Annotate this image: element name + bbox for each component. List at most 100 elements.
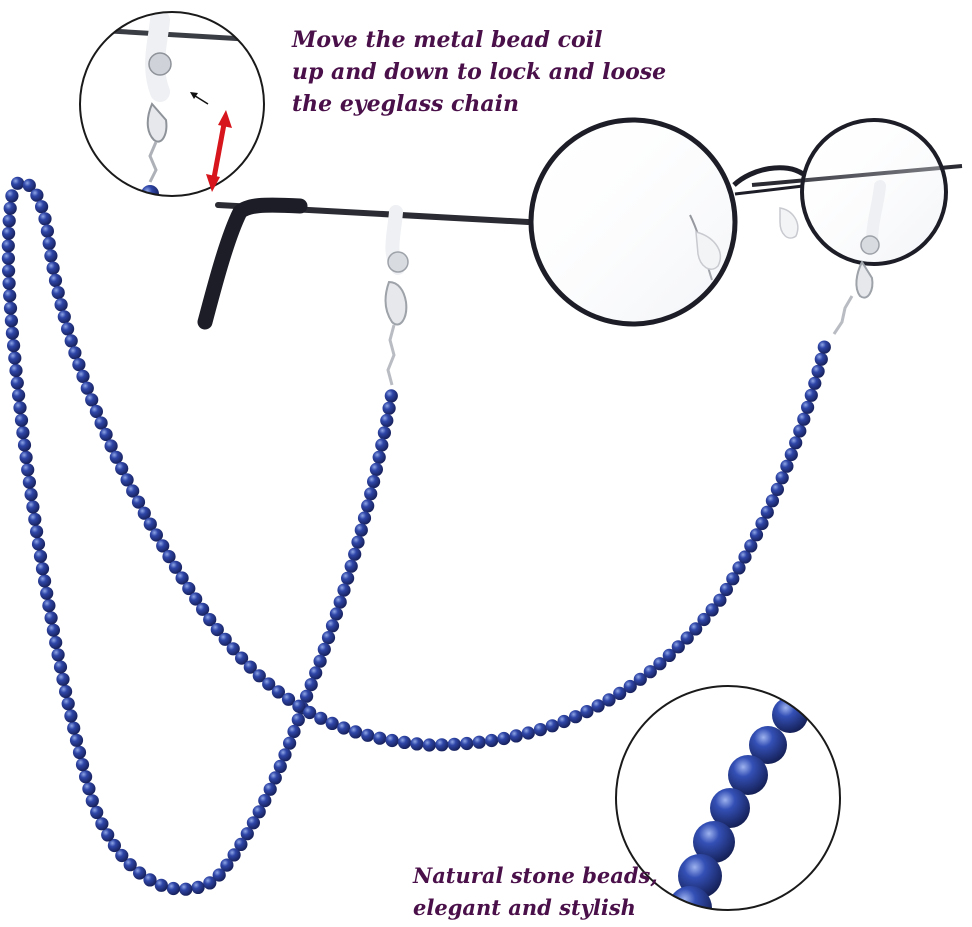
bead <box>67 721 81 735</box>
bead <box>613 686 627 701</box>
coil-caption: Move the metal bead coil up and down to … <box>292 24 666 120</box>
bead <box>680 631 694 645</box>
bead <box>168 560 183 574</box>
bead <box>175 571 189 585</box>
bead <box>697 612 711 627</box>
bead <box>2 276 16 290</box>
bead <box>303 705 317 720</box>
bead <box>109 450 123 464</box>
bead <box>30 188 44 202</box>
bead <box>361 499 375 513</box>
bead <box>351 535 365 549</box>
bead <box>521 726 535 740</box>
bead <box>240 827 254 841</box>
bead <box>149 528 163 542</box>
bead <box>580 705 594 719</box>
bead <box>89 404 103 419</box>
bead <box>203 876 217 890</box>
bead <box>344 559 358 573</box>
pointer-arrow-icon <box>190 92 209 105</box>
bead <box>1 251 16 265</box>
bead <box>107 838 121 853</box>
coil-caption-line-2: up and down to lock and loose <box>292 59 667 85</box>
bead <box>235 651 249 665</box>
bead <box>341 571 355 585</box>
bead <box>69 733 84 747</box>
bead <box>59 684 73 699</box>
bead <box>3 201 17 215</box>
bead <box>115 462 129 476</box>
bead <box>68 346 82 360</box>
bead <box>314 711 328 725</box>
bead <box>348 547 362 561</box>
bead <box>271 685 285 699</box>
bead <box>713 593 727 607</box>
magnified-bead <box>693 821 735 863</box>
bead <box>258 794 272 808</box>
bead <box>287 724 301 739</box>
bead <box>291 713 305 727</box>
bead <box>179 882 193 896</box>
bead <box>80 381 94 395</box>
bead <box>485 733 499 748</box>
bead <box>7 339 21 353</box>
beads-caption-line-2: elegant and stylish <box>413 895 636 920</box>
bead <box>31 537 46 551</box>
bead <box>364 487 378 501</box>
bead <box>337 721 351 735</box>
right-chain-clasp <box>832 180 886 335</box>
bead <box>42 236 56 250</box>
bead <box>5 326 20 340</box>
bead <box>218 632 232 646</box>
bead <box>653 657 667 671</box>
bead <box>234 837 248 852</box>
bead <box>35 562 50 576</box>
bead <box>3 289 17 303</box>
magnified-bead <box>728 755 768 795</box>
bead <box>46 261 60 275</box>
bead <box>10 376 24 390</box>
bead <box>662 648 676 663</box>
bead <box>283 736 297 750</box>
bead <box>54 298 68 312</box>
bead <box>76 369 90 383</box>
bead <box>591 699 605 713</box>
bead <box>435 738 449 752</box>
bead <box>533 723 548 737</box>
bead <box>196 602 210 616</box>
bead <box>797 412 811 426</box>
bead <box>382 401 396 415</box>
bead <box>671 640 685 654</box>
bead <box>40 224 55 238</box>
bead <box>2 226 16 240</box>
bead <box>38 574 52 588</box>
bead <box>765 494 780 508</box>
bead <box>569 710 583 724</box>
bead <box>313 654 327 668</box>
bead <box>749 528 764 542</box>
bead <box>814 352 828 366</box>
bead <box>44 611 58 625</box>
bead <box>11 176 25 190</box>
bead <box>2 214 16 228</box>
bead <box>99 427 113 442</box>
bead <box>57 310 71 324</box>
bead <box>689 622 703 636</box>
bead <box>472 735 486 749</box>
bead <box>300 689 314 703</box>
bead <box>367 475 381 489</box>
bead <box>79 770 93 784</box>
bead <box>738 550 752 564</box>
bead <box>273 759 287 774</box>
bead <box>21 463 35 477</box>
bead <box>203 613 217 627</box>
bead <box>633 672 647 686</box>
bead <box>304 678 318 692</box>
bead <box>309 666 323 680</box>
bead <box>212 868 226 882</box>
bead <box>804 388 818 402</box>
bead <box>51 286 65 300</box>
bead <box>101 828 115 842</box>
bead <box>375 438 389 452</box>
